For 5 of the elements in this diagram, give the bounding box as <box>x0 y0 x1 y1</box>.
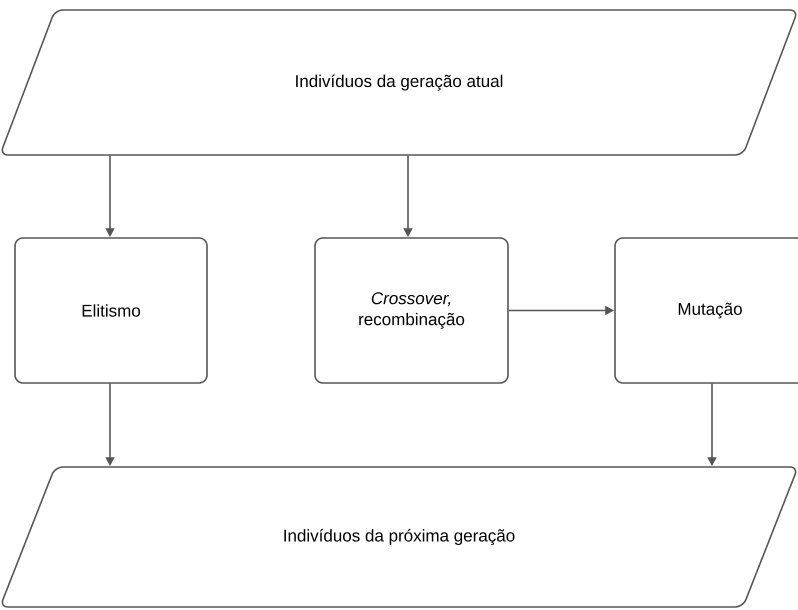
parallelogram-box: Indivíduos da geração atual <box>2 9 796 156</box>
process-box: Elitismo <box>14 237 208 384</box>
process-box: Mutação <box>614 237 798 384</box>
parallelogram-box: Indivíduos da próxima geração <box>2 466 796 608</box>
process-box: Crossover, recombinação <box>314 237 509 384</box>
